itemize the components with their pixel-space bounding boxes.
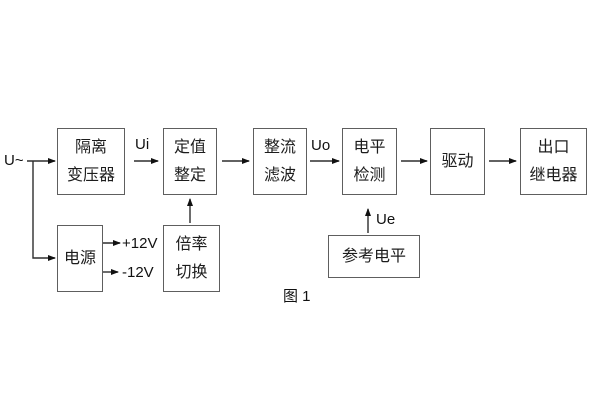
signal-label-ue: Ue [376, 211, 396, 228]
block-ratio-switch: 倍率 切换 [163, 225, 220, 292]
block-isolation-transformer: 隔离 变压器 [57, 128, 125, 195]
figure-caption: 图 1 [283, 288, 311, 305]
block-label: 定值 [173, 138, 206, 156]
block-label: 电平 [353, 138, 386, 156]
block-label: 变压器 [66, 166, 115, 184]
wire-input-branch-to-power [32, 161, 56, 261]
signal-label-uo: Uo [311, 137, 331, 154]
signal-label-input: U~ [4, 152, 24, 169]
block-power-supply: 电源 [57, 225, 103, 292]
block-level-detect: 电平 检测 [342, 128, 397, 195]
signal-label-plus12v: +12V [122, 235, 158, 252]
signal-label-minus12v: -12V [122, 264, 154, 281]
block-label: 切换 [175, 263, 208, 281]
signal-label-ui: Ui [135, 136, 150, 153]
block-label: 驱动 [441, 152, 474, 170]
block-label: 电源 [63, 249, 96, 267]
block-label: 滤波 [263, 166, 296, 184]
block-label: 整定 [173, 166, 206, 184]
block-label: 隔离 [74, 138, 107, 156]
block-reference-level: 参考电平 [328, 235, 420, 278]
block-label: 倍率 [175, 235, 208, 253]
block-label: 检测 [353, 166, 386, 184]
block-label: 出口 [537, 138, 570, 156]
block-label: 参考电平 [341, 247, 406, 265]
block-label: 整流 [263, 138, 296, 156]
block-label: 继电器 [529, 166, 578, 184]
block-output-relay: 出口 继电器 [520, 128, 587, 195]
block-drive: 驱动 [430, 128, 485, 195]
block-setpoint-adjust: 定值 整定 [163, 128, 217, 195]
block-rectify-filter: 整流 滤波 [253, 128, 307, 195]
